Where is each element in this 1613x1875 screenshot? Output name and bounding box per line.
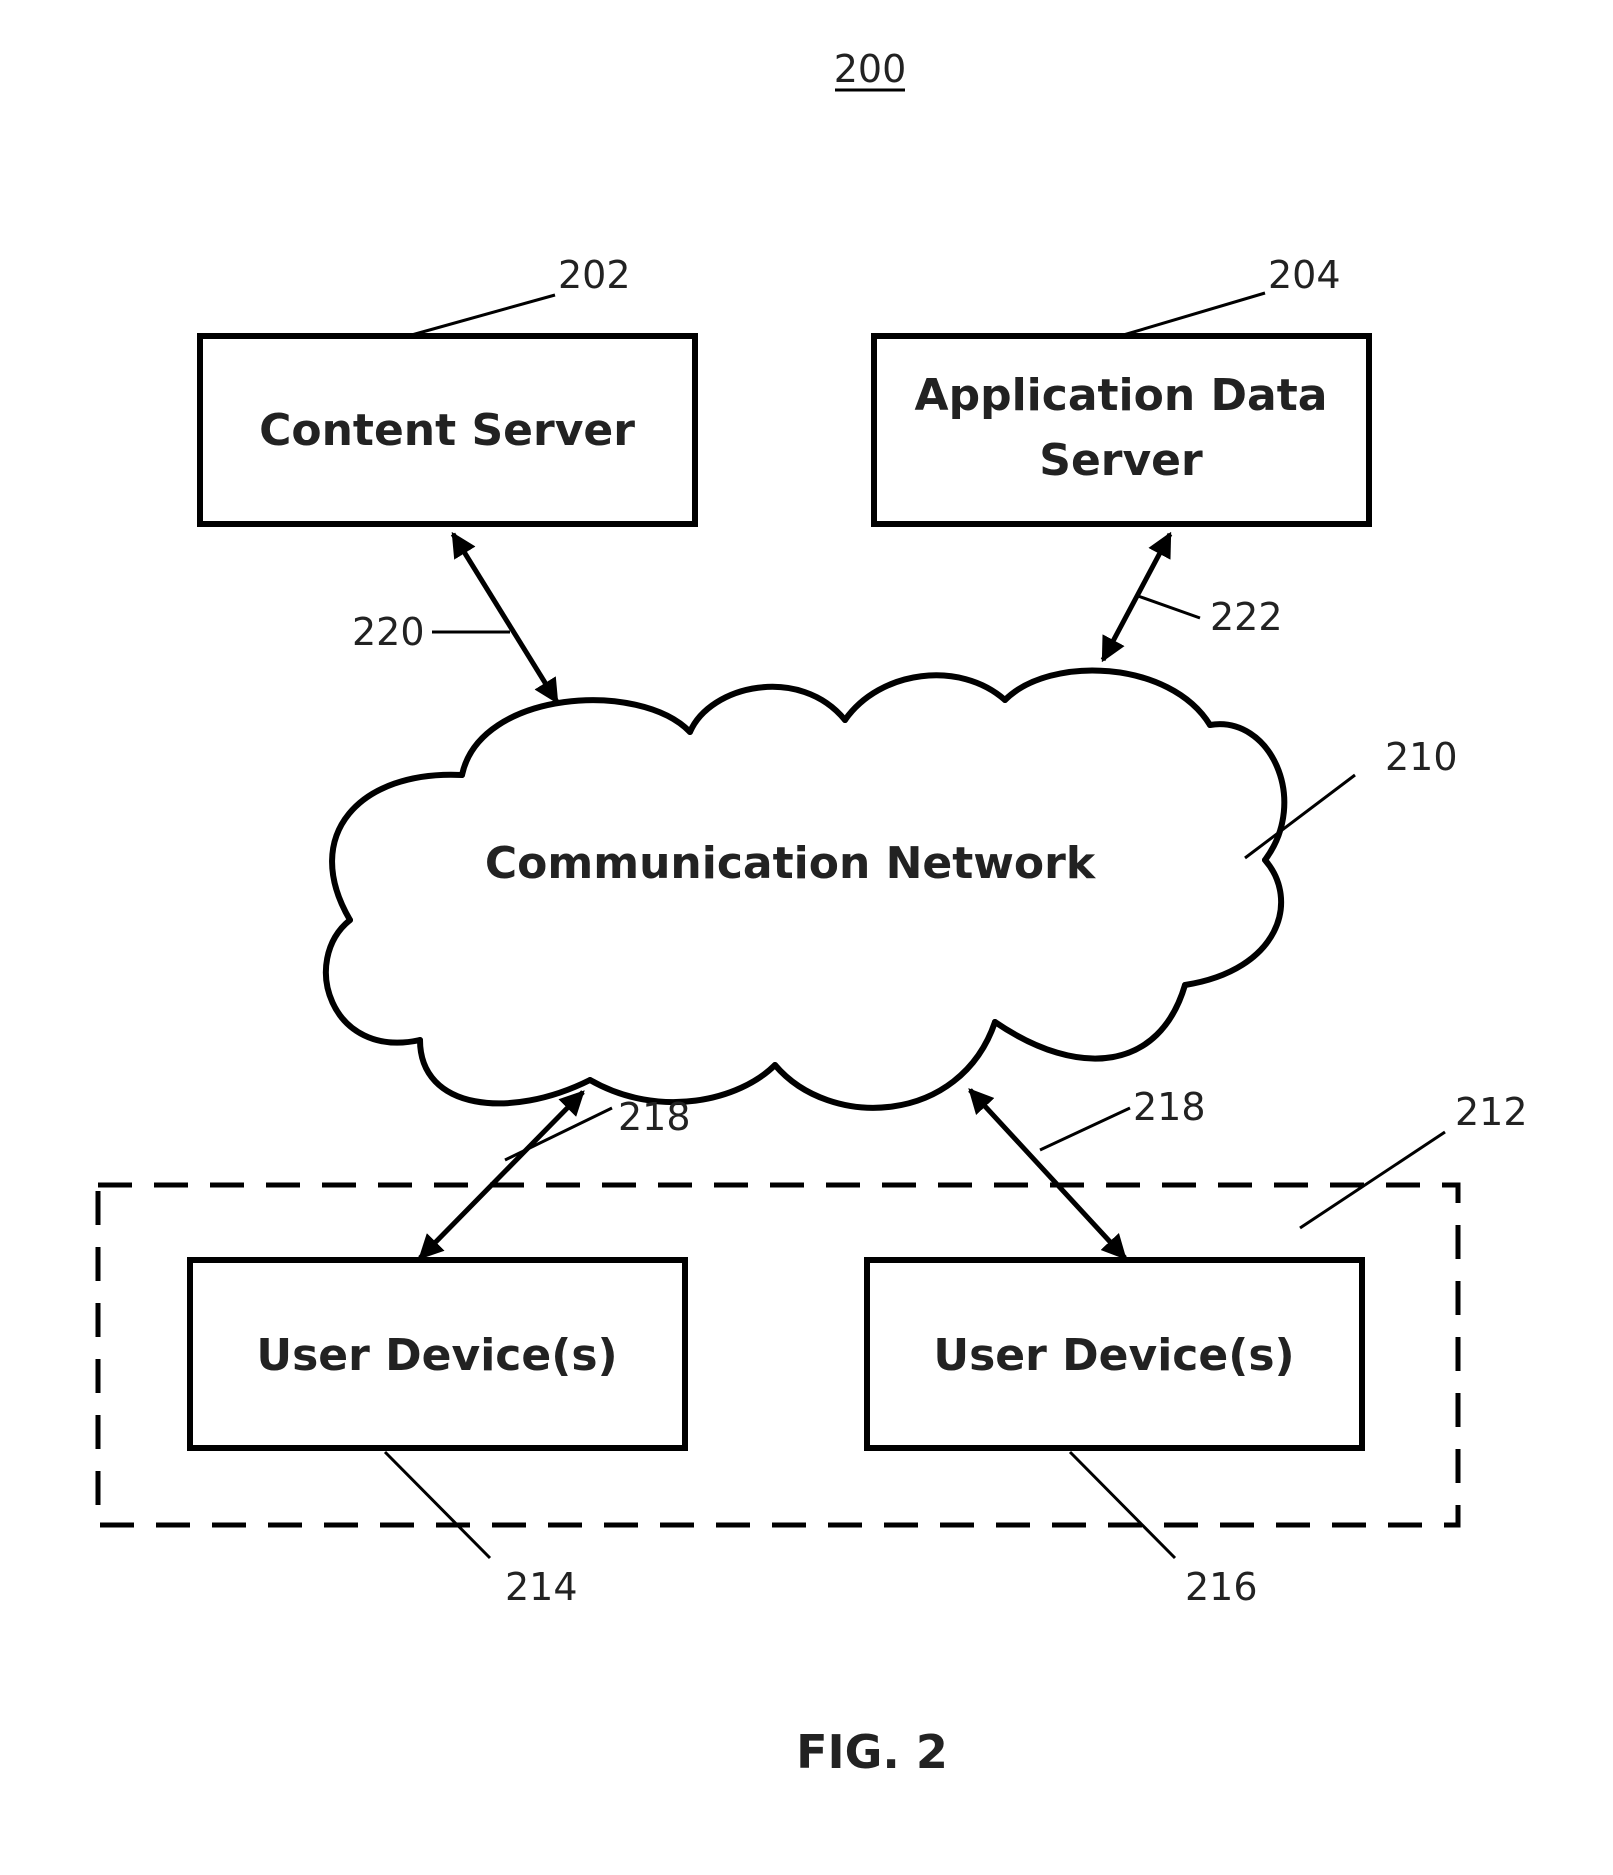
app-link-leader (1138, 596, 1200, 618)
application-data-server-ref: 204 (1268, 253, 1341, 297)
user-group-leader (1300, 1132, 1445, 1228)
user-link-right-leader (1040, 1108, 1130, 1150)
user-device-right-ref: 216 (1185, 1565, 1258, 1609)
application-data-server-leader (1120, 293, 1265, 336)
communication-network-label: Communication Network (485, 838, 1097, 889)
communication-network-ref: 210 (1385, 735, 1458, 779)
communication-network-cloud (326, 670, 1284, 1107)
application-data-server-label-line1: Application Data (915, 370, 1328, 421)
user-device-left-label: User Device(s) (256, 1330, 617, 1381)
user-group-ref: 212 (1455, 1090, 1528, 1134)
application-data-server-label-line2: Server (1039, 435, 1203, 486)
content-network-connector (453, 534, 557, 702)
app-link-ref: 222 (1210, 595, 1283, 639)
figure-caption: FIG. 2 (796, 1725, 948, 1779)
user-link-right-ref: 218 (1133, 1085, 1206, 1129)
user-device-left-ref: 214 (505, 1565, 578, 1609)
app-network-connector (1103, 534, 1170, 660)
content-server-label: Content Server (259, 405, 635, 456)
application-data-server-box (874, 336, 1369, 524)
communication-network-leader (1245, 775, 1355, 858)
content-server-ref: 202 (558, 253, 631, 297)
user-device-right-leader (1070, 1452, 1175, 1558)
user-link-left-ref: 218 (618, 1095, 691, 1139)
user-right-network-connector (970, 1090, 1125, 1258)
content-server-leader (408, 295, 555, 336)
content-link-ref: 220 (352, 610, 425, 654)
user-left-network-connector (420, 1092, 583, 1258)
user-device-left-leader (385, 1452, 490, 1558)
user-device-right-label: User Device(s) (933, 1330, 1294, 1381)
figure-number: 200 (834, 47, 907, 91)
